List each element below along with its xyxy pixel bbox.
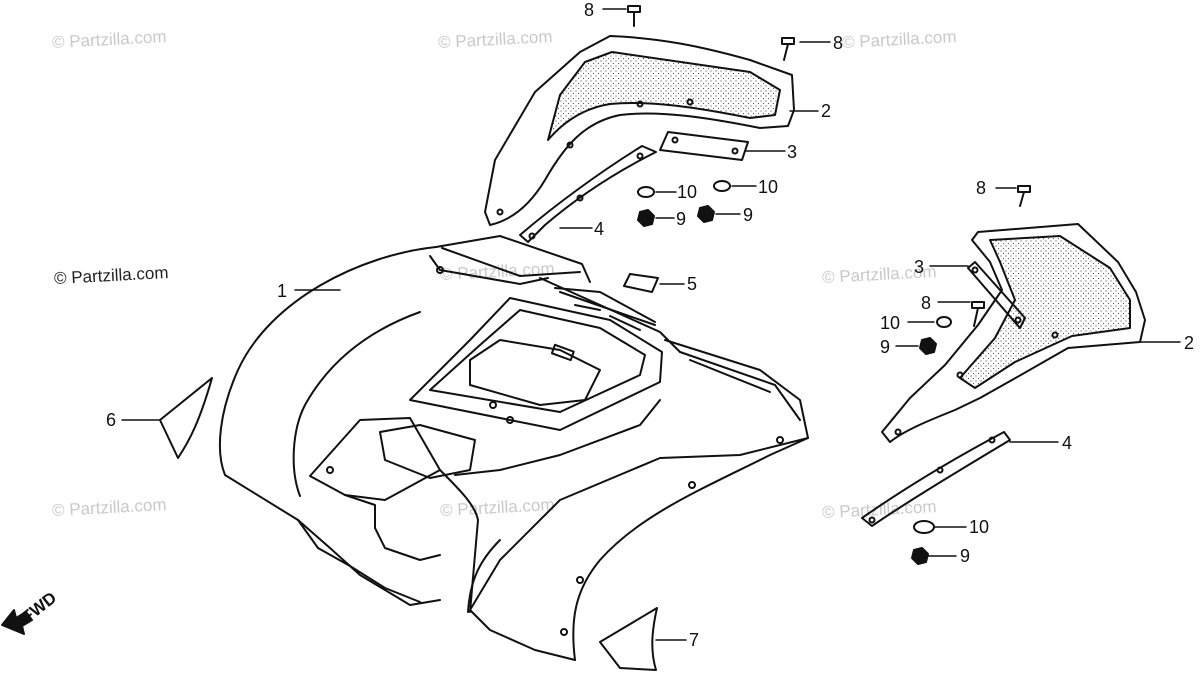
nut-part-9: [697, 205, 715, 223]
screw-part-8: [781, 37, 795, 61]
forward-arrow-icon: [1, 609, 33, 635]
callout-9: 9: [743, 205, 754, 225]
strip-part-4-right: [861, 431, 1011, 527]
flap-part-2-upper: [484, 35, 795, 226]
bracket-part-3-right: [967, 261, 1026, 329]
washer-part-10: [913, 520, 935, 534]
washer-part-10: [637, 186, 655, 198]
flap-part-2-right: [881, 223, 1146, 443]
screw-part-8: [627, 5, 641, 27]
callout-9: 9: [880, 337, 891, 357]
callout-10: 10: [880, 313, 901, 333]
callout-8: 8: [921, 293, 932, 313]
plate-part-5: [623, 273, 659, 293]
rear-fender-part-1: [218, 235, 809, 661]
callout-3: 3: [787, 142, 798, 162]
nut-part-9: [911, 547, 929, 565]
callout-8: 8: [584, 0, 595, 20]
nut-part-9: [637, 209, 655, 227]
callout-10: 10: [969, 517, 990, 537]
callout-5: 5: [687, 274, 698, 294]
washer-part-10: [713, 180, 731, 192]
screw-part-8: [971, 301, 985, 327]
callout-8: 8: [976, 178, 987, 198]
pad-part-7: [599, 607, 658, 671]
callout-4: 4: [594, 219, 605, 239]
callout-2: 2: [821, 101, 832, 121]
callout-9: 9: [960, 546, 971, 566]
bracket-part-3-upper: [659, 131, 749, 161]
washer-part-10: [936, 316, 952, 328]
callout-9: 9: [676, 209, 687, 229]
callout-10: 10: [677, 182, 698, 202]
nut-part-9: [919, 337, 937, 355]
callout-8: 8: [833, 33, 844, 53]
pad-part-6: [159, 377, 213, 459]
callout-3: 3: [914, 257, 925, 277]
callout-7: 7: [689, 630, 700, 650]
strip-part-4-upper: [519, 145, 657, 243]
callout-4: 4: [1062, 433, 1073, 453]
callout-1: 1: [277, 281, 288, 301]
callout-10: 10: [758, 177, 779, 197]
callout-6: 6: [106, 410, 117, 430]
leader-lines: [121, 8, 1181, 641]
screw-part-8: [1017, 185, 1031, 207]
callout-2: 2: [1184, 333, 1195, 353]
